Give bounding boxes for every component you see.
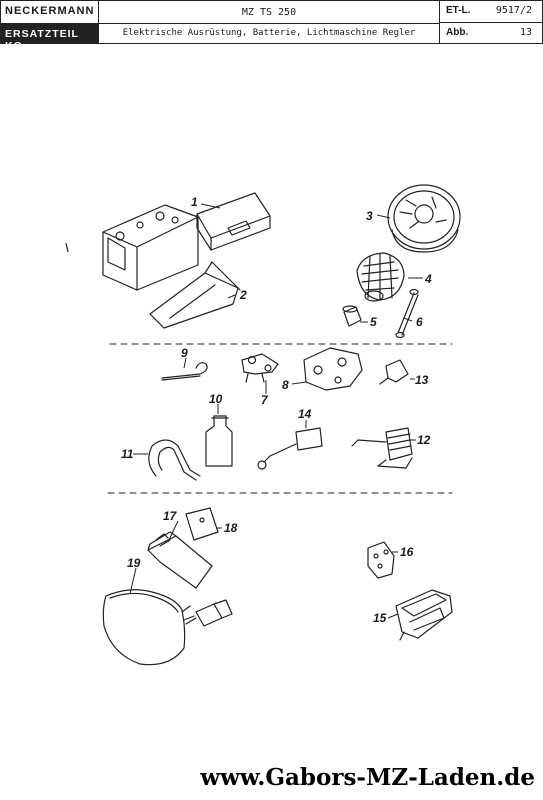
battery-cover-part [196,192,271,251]
battery-part [102,204,199,291]
brand-name: NECKERMANN [5,5,95,17]
callout-4: 4 [424,272,432,286]
callout-6: 6 [416,315,423,329]
callout-9: 9 [181,346,188,360]
regulator-part [395,589,453,641]
bushing-part [342,305,362,327]
callout-13: 13 [415,373,429,387]
footer: www.Gabors-MZ-Laden.de [0,762,543,796]
callout-2: 2 [239,288,247,302]
regulator-small-part [367,541,395,579]
long-bolt-part [395,288,419,339]
callout-18: 18 [224,521,238,535]
et-label: ET-L. [446,5,471,16]
callout-12: 12 [417,433,431,447]
callout-1: 1 [191,195,198,209]
stray-mark [65,242,69,253]
et-row: ET-L. 9517/2 [440,1,542,23]
et-value: 9517/2 [495,5,532,16]
breaker-plate-part [303,347,363,391]
title-divider [99,23,439,24]
small-plate-part [185,507,219,541]
cable-clamp-part [148,439,201,481]
ignition-coil-part [351,427,413,469]
bottle-part [205,415,233,467]
callout-11: 11 [121,447,134,461]
abb-value: 13 [519,27,532,38]
connector-plug-part [185,599,233,627]
callout-numbers: 1 2 3 4 5 6 7 8 9 10 11 12 13 14 15 16 1… [121,195,432,625]
model-name: MZ TS 250 [241,7,297,18]
brand-box: NECKERMANN [0,0,99,24]
stator-part [387,184,461,253]
callout-19: 19 [127,556,141,570]
callout-7: 7 [261,393,269,407]
callout-14: 14 [298,407,312,421]
callout-16: 16 [400,545,414,559]
wire-clip-part [161,362,208,381]
reference-box: ET-L. 9517/2 Abb. 13 [439,0,543,44]
title-box: MZ TS 250 Elektrische Ausrüstung, Batter… [99,0,439,44]
exploded-parts-drawing: 1 2 3 4 5 6 7 8 9 10 11 12 13 14 15 16 1… [65,184,461,666]
rectifier-part [147,531,213,589]
battery-strap-part [149,261,241,329]
brand-subtitle: ERSATZTEIL KG [5,28,79,52]
callout-17: 17 [163,509,178,523]
rotor-part [356,252,405,302]
website-watermark[interactable]: www.Gabors-MZ-Laden.de [200,764,535,791]
abb-row: Abb. 13 [440,23,542,44]
callout-5: 5 [370,315,377,329]
callout-10: 10 [209,392,223,406]
parts-sheet-header: NECKERMANN ERSATZTEIL KG MZ TS 250 Elekt… [0,0,543,52]
cable-part [102,589,195,666]
abb-label: Abb. [446,27,469,38]
capacitor-part [379,359,409,385]
callout-15: 15 [373,611,387,625]
brand-subtitle-box: ERSATZTEIL KG [0,24,99,52]
resistor-part [257,427,323,470]
callout-3: 3 [366,209,373,223]
contact-breaker-part [241,353,279,383]
callout-8: 8 [282,378,289,392]
sheet-subtitle: Elektrische Ausrüstung, Batterie, Lichtm… [122,28,416,38]
